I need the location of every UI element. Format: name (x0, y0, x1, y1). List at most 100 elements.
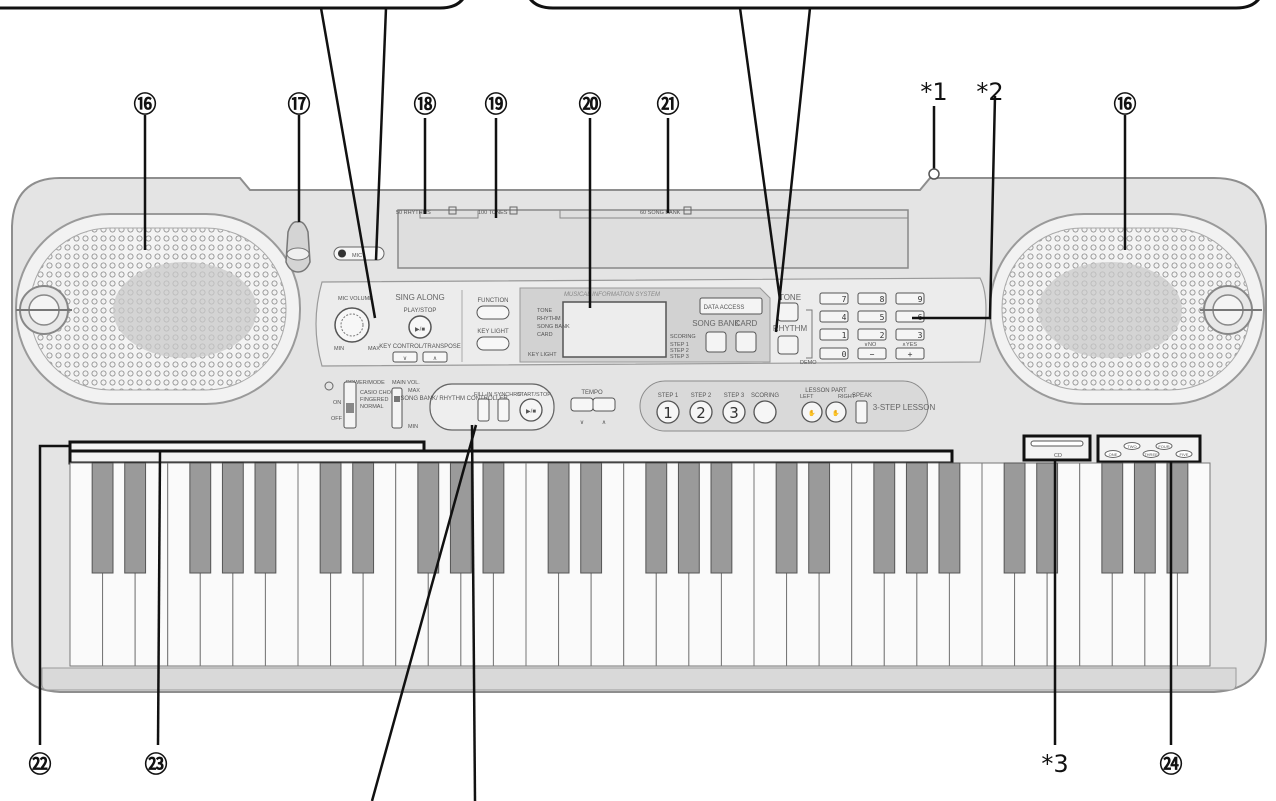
black-key[interactable] (808, 462, 831, 574)
finger-four (1155, 442, 1173, 450)
top-display-window: 50 RHYTHMS 100 TONES 60 SONG BANK (396, 206, 909, 269)
synchro-button[interactable] (497, 398, 510, 422)
left-hand-button[interactable] (801, 401, 823, 423)
black-key[interactable] (319, 462, 342, 574)
display-step1-label: STEP 1 (670, 342, 689, 348)
numpad-label-8: 8 (880, 295, 885, 304)
mic-volume-label: MIC VOLUME (338, 296, 373, 302)
numpad-key-minus[interactable] (857, 347, 887, 360)
numpad-key-2[interactable] (857, 328, 887, 341)
numpad-label-4: 4 (842, 313, 847, 322)
top-callout-frames (0, 0, 1260, 10)
right-hand-button[interactable] (825, 401, 847, 423)
black-key[interactable] (91, 462, 114, 574)
black-key[interactable] (189, 462, 212, 574)
mode-normal: NORMAL (360, 404, 384, 410)
rhythm-button[interactable] (777, 335, 799, 355)
rhythms-icon (448, 206, 457, 215)
black-key[interactable] (1003, 462, 1026, 574)
finger-two-label: TWO (1127, 444, 1136, 449)
speaker-left (15, 213, 301, 405)
black-key[interactable] (1101, 462, 1124, 574)
black-key[interactable] (547, 462, 570, 574)
numpad-key-8[interactable] (857, 292, 887, 305)
black-key[interactable] (775, 462, 798, 574)
black-key[interactable] (710, 462, 733, 574)
function-button[interactable] (476, 305, 510, 320)
black-key[interactable] (580, 462, 603, 574)
key-light-label: KEY LIGHT (477, 329, 509, 335)
start-stop-button[interactable] (519, 398, 543, 422)
song-bank-button[interactable] (705, 331, 727, 353)
mode-fingered: FINGERED (360, 397, 388, 403)
step1-label: STEP 1 (658, 393, 679, 399)
main-volume-slider[interactable] (391, 387, 403, 429)
callout-star-3: *3 (1041, 750, 1068, 778)
numpad-key-4[interactable] (819, 310, 849, 323)
black-key[interactable] (482, 462, 505, 574)
step2-button[interactable] (689, 400, 713, 424)
step1-button[interactable] (656, 400, 680, 424)
key-down-button[interactable] (392, 351, 418, 363)
callout-19: ⑲ (485, 91, 508, 118)
callout-star-1: *1 (920, 78, 947, 106)
pedal-jack (928, 168, 940, 180)
black-key[interactable] (352, 462, 375, 574)
play-stop-label: PLAY/STOP (404, 308, 437, 314)
numpad-key-3[interactable] (895, 328, 925, 341)
numpad-label-9: 9 (918, 295, 923, 304)
fill-in-button[interactable] (477, 398, 490, 422)
callout-18: ⑱ (414, 91, 437, 118)
key-up-button[interactable] (422, 351, 448, 363)
numpad-key-plus[interactable] (895, 347, 925, 360)
scoring-button[interactable] (753, 400, 777, 424)
display-songbank-label: SONG BANK (537, 324, 570, 330)
finger-two (1123, 442, 1141, 450)
power-led (324, 381, 334, 391)
tone-rhythm-numpad: TONE RHYTHM DEMO 7 8 9 4 5 6 1 2 3 (773, 292, 925, 366)
mic-holder (285, 220, 311, 273)
speaker-right (989, 213, 1265, 405)
key-light-button[interactable] (476, 336, 510, 351)
numpad-key-1[interactable] (819, 328, 849, 341)
black-key[interactable] (645, 462, 668, 574)
callout-21: ㉑ (657, 91, 680, 118)
black-key[interactable] (873, 462, 896, 574)
card-button[interactable] (735, 331, 757, 353)
right-label: RIGHT (838, 394, 856, 400)
callout-20: ⑳ (579, 91, 602, 118)
numpad-key-7[interactable] (819, 292, 849, 305)
numpad-key-0[interactable] (819, 347, 849, 360)
black-key[interactable] (905, 462, 928, 574)
songbank-label: 60 SONG BANK (640, 210, 681, 216)
right-hand-icon: ✋ (832, 409, 839, 417)
black-key[interactable] (1036, 462, 1059, 574)
mic-volume-knob[interactable] (334, 307, 370, 343)
black-key[interactable] (221, 462, 244, 574)
finger-three (1142, 450, 1160, 458)
speak-button[interactable] (855, 400, 868, 424)
lesson-part-label: LESSON PART (805, 388, 847, 394)
play-stop-button[interactable] (408, 315, 432, 339)
tone-button[interactable] (777, 302, 799, 322)
step3-button[interactable] (722, 400, 746, 424)
black-key[interactable] (124, 462, 147, 574)
finger-five-label: FIVE (1180, 452, 1189, 457)
black-key[interactable] (254, 462, 277, 574)
rhythm-label: RHYTHM (773, 324, 808, 333)
numpad-label-minus: − (870, 350, 875, 359)
black-key[interactable] (1133, 462, 1156, 574)
black-key[interactable] (938, 462, 961, 574)
black-key[interactable] (677, 462, 700, 574)
numpad-key-9[interactable] (895, 292, 925, 305)
tempo-up-button[interactable] (592, 397, 616, 412)
mic-label: MIC (352, 253, 362, 259)
callout-23: ㉓ (145, 751, 168, 778)
black-key[interactable] (417, 462, 440, 574)
display-keylight-label: KEY LIGHT (528, 352, 557, 358)
card-slot[interactable] (1030, 440, 1084, 447)
numpad-label-7: 7 (842, 295, 847, 304)
tempo-down-button[interactable] (570, 397, 594, 412)
callout-star-2: *2 (976, 78, 1003, 106)
numpad-key-5[interactable] (857, 310, 887, 323)
